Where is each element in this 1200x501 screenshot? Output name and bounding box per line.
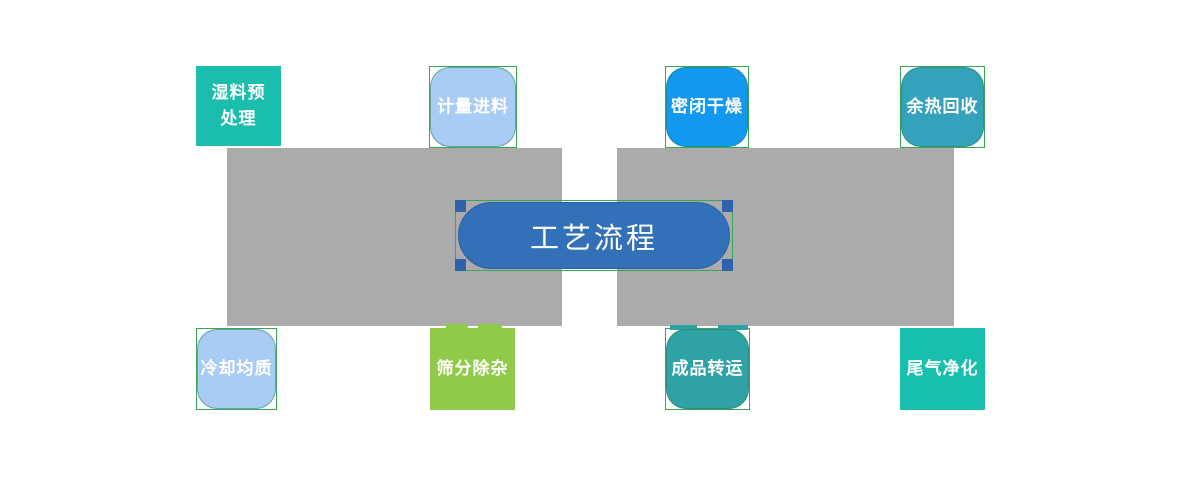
hidden-shape-bump — [478, 324, 502, 329]
node-rounded-fill — [197, 329, 276, 409]
corner-notch — [455, 200, 466, 212]
node-screening-impurity-removal: 筛分除杂 — [430, 324, 515, 410]
node-finished-product-transfer: 成品转运 — [665, 325, 750, 410]
node-rounded-fill — [666, 67, 748, 147]
node-rounded-fill — [901, 67, 984, 147]
node-label: 筛分除杂 — [436, 358, 509, 378]
node-rounded-fill — [430, 67, 516, 147]
node-wet-pretreatment: 湿料预 处理 — [196, 66, 281, 146]
corner-notch — [455, 259, 466, 271]
node-closed-drying: 密闭干燥 — [665, 66, 749, 148]
node-label: 余热回收 — [906, 96, 979, 116]
center-title-pill: 工艺流程 — [458, 202, 730, 269]
node-tail-gas-purification: 尾气净化 — [900, 328, 985, 410]
node-label: 尾气净化 — [906, 358, 979, 378]
node-label: 湿料预 处理 — [211, 82, 266, 128]
hidden-shape-bump — [718, 325, 748, 330]
node-waste-heat-recovery: 余热回收 — [900, 66, 985, 148]
node-rounded-fill — [666, 329, 749, 409]
hidden-shape-bump — [446, 324, 468, 329]
node-label: 计量进料 — [437, 96, 509, 116]
corner-notch — [722, 200, 733, 212]
hidden-shape-bump — [670, 325, 697, 330]
center-title-group: 工艺流程 — [455, 200, 733, 271]
center-title-label: 工艺流程 — [529, 222, 658, 255]
node-metered-feeding: 计量进料 — [429, 66, 517, 148]
corner-notch — [722, 259, 733, 271]
node-label: 密闭干燥 — [671, 96, 743, 116]
node-label: 成品转运 — [671, 358, 744, 378]
node-cooling-homogenization: 冷却均质 — [196, 328, 277, 410]
node-label: 冷却均质 — [200, 358, 273, 378]
